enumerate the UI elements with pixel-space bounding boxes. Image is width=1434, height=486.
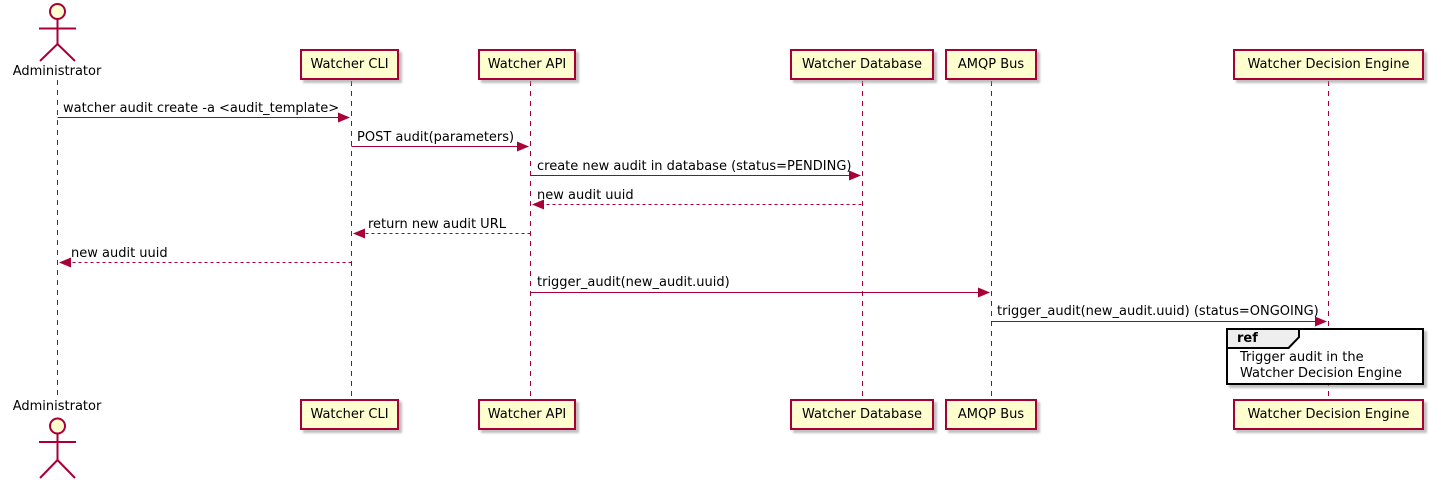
message-label-post-audit: POST audit(parameters) — [357, 130, 515, 145]
ref-text: Trigger audit in the Watcher Decision En… — [1228, 349, 1422, 382]
participant-amqp-bus-top: AMQP Bus — [945, 49, 1037, 80]
participant-watcher-decision-engine-top: Watcher Decision Engine — [1233, 49, 1424, 80]
actor-figure-bottom — [39, 417, 76, 479]
ref-tag-label: ref — [1237, 331, 1258, 346]
message-label-trigger-audit: trigger_audit(new_audit.uuid) — [537, 275, 730, 290]
lifelines — [57, 80, 1329, 399]
message-label-create-audit-db: create new audit in database (status=PEN… — [537, 159, 852, 174]
message-arrow-7 — [530, 287, 990, 298]
message-arrow-6 — [59, 257, 352, 268]
actor-label-administrator-top: Administrator — [12, 64, 102, 79]
participant-amqp-bus-bottom: AMQP Bus — [945, 399, 1037, 430]
participant-watcher-cli-bottom: Watcher CLI — [300, 399, 399, 430]
message-label-new-audit-uuid-db: new audit uuid — [537, 188, 634, 203]
ref-fragment: ref Trigger audit in the Watcher Decisio… — [1226, 328, 1424, 385]
message-arrow-4 — [532, 199, 862, 210]
ref-text-line-2: Watcher Decision Engine — [1240, 366, 1402, 381]
actor-head — [49, 417, 66, 435]
message-arrow-8 — [991, 316, 1327, 327]
ref-tab: ref — [1226, 328, 1300, 349]
message-arrow-3 — [530, 170, 861, 181]
message-arrow-5 — [353, 228, 531, 239]
message-arrow-1 — [57, 112, 350, 123]
message-label-audit-create: watcher audit create -a <audit_template> — [63, 101, 340, 116]
participant-watcher-cli-top: Watcher CLI — [300, 49, 399, 80]
participant-watcher-decision-engine-bottom: Watcher Decision Engine — [1233, 399, 1424, 430]
message-label-new-audit-uuid-admin: new audit uuid — [71, 246, 168, 261]
participant-watcher-api-top: Watcher API — [478, 49, 576, 80]
participant-watcher-api-bottom: Watcher API — [478, 399, 576, 430]
message-arrows — [57, 112, 1327, 327]
ref-text-line-1: Trigger audit in the — [1240, 350, 1364, 365]
message-arrow-2 — [351, 141, 529, 152]
participant-watcher-database-top: Watcher Database — [790, 49, 934, 80]
message-label-trigger-audit-ongoing: trigger_audit(new_audit.uuid) (status=ON… — [997, 304, 1319, 319]
message-label-return-audit-url: return new audit URL — [368, 217, 506, 232]
participant-watcher-database-bottom: Watcher Database — [790, 399, 934, 430]
actor-head — [49, 3, 66, 20]
actor-label-administrator-bottom: Administrator — [12, 399, 102, 414]
actor-figure-top — [39, 3, 76, 62]
